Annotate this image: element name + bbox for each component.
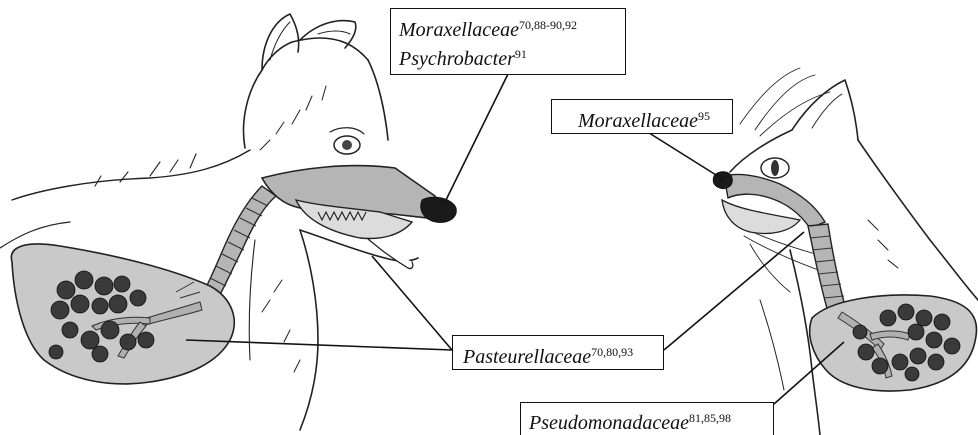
taxon-name: Moraxellaceae (578, 110, 698, 132)
label-pseudomonadaceae: Pseudomonadaceae81,85,98 (520, 402, 774, 435)
leader-dog-mouth (372, 256, 452, 350)
label-line-moraxellaceae: Moraxellaceae70,88-90,92 (399, 13, 625, 42)
reference-numbers: 70,80,93 (591, 345, 633, 359)
dog-nose (421, 197, 456, 222)
leader-dog-nose (444, 74, 508, 204)
reference-numbers: 95 (698, 109, 710, 123)
label-cat-upper-respiratory: Moraxellaceae95 (551, 99, 733, 134)
label-pasteurellaceae: Pasteurellaceae70,80,93 (452, 335, 664, 370)
reference-numbers: 81,85,98 (689, 411, 731, 425)
label-dog-upper-respiratory: Moraxellaceae70,88-90,92 Psychrobacter91 (390, 8, 626, 75)
taxon-name: Moraxellaceae (399, 19, 519, 41)
leader-cat-nose (646, 131, 724, 180)
taxon-name: Pasteurellaceae (463, 346, 591, 368)
taxon-name: Psychrobacter (399, 48, 515, 70)
reference-numbers: 70,88-90,92 (519, 18, 577, 32)
label-line-psychrobacter: Psychrobacter91 (399, 42, 625, 71)
leader-cat-throat (664, 232, 804, 350)
taxon-name: Pseudomonadaceae (529, 412, 689, 434)
dog-lung (11, 244, 234, 384)
reference-numbers: 91 (515, 47, 527, 61)
